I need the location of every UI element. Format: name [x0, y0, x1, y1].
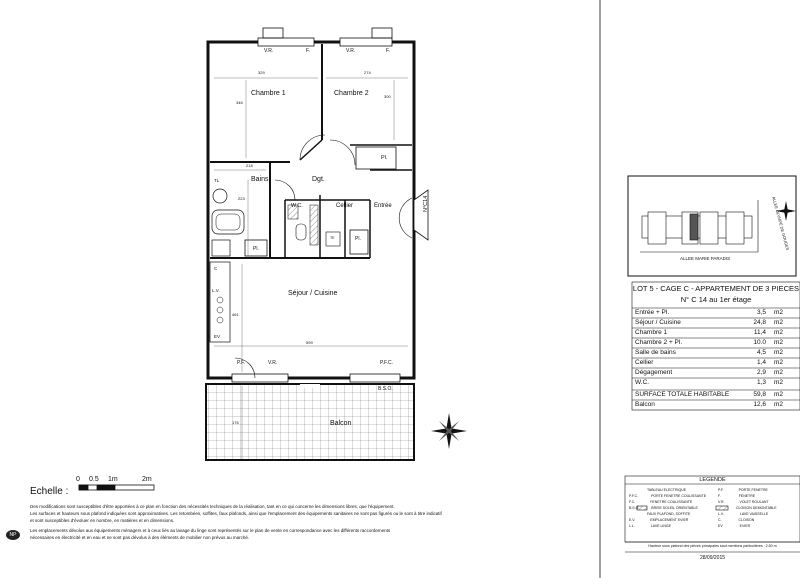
- apartment-door-id: N°C14: [423, 195, 429, 212]
- compass-icon: [431, 413, 467, 449]
- legend-item: V.R. VOLET ROULANT: [718, 500, 769, 504]
- fixture-f-top-left: F.: [306, 48, 310, 54]
- fixture-pfc-right: P.F.C.: [380, 360, 393, 366]
- legend-item: TABLEAU ELECTRIQUE: [647, 488, 687, 492]
- site-compass-icon: [776, 201, 796, 221]
- dim-599: 599: [306, 340, 313, 345]
- scale-tick-0: 0: [76, 476, 80, 483]
- disclaimer-line: et sont susceptibles d'évoluer en nombre…: [30, 518, 175, 523]
- fixture-pl-entree: Pl.: [355, 236, 361, 242]
- fixture-vr-top-left: V.R.: [264, 48, 274, 54]
- scale-tick-05: 0.5: [89, 476, 99, 483]
- disclaimer-line: nécessaires en électricité et en eau et …: [30, 535, 250, 540]
- room-label-dgt: Dgt.: [312, 176, 325, 183]
- surface-table-frame: [631, 281, 800, 411]
- room-label-sejour: Séjour / Cuisine: [288, 290, 338, 297]
- fixture-pl-bains: Pl.: [253, 246, 259, 252]
- fixture-bso: B.S.O.: [378, 386, 393, 392]
- fixture-pf-left: P.F.: [237, 360, 245, 366]
- fixture-lv: L.V.: [212, 288, 220, 293]
- legend-note: Hauteur sous plafond des pièces principa…: [648, 544, 777, 548]
- legend-item: EV EVIER: [718, 524, 751, 528]
- balcony-area: [205, 383, 415, 461]
- lot-title: LOT 5 - CAGE C - APPARTEMENT DE 3 PIECES: [632, 284, 800, 293]
- room-label-bains: Bains: [251, 176, 269, 183]
- fixture-c: C: [214, 266, 218, 271]
- dim-176: 176: [232, 420, 239, 425]
- legend-item: L.V. LAVE VAISSELLE: [718, 512, 769, 516]
- legend-item: B.S.O. BRISE SOLEIL ORIENTABLE: [629, 506, 698, 510]
- disclaimer-line: Les surfaces et hauteurs sous plafond in…: [30, 511, 442, 516]
- legend-item: CLOISON DEMONTABLE: [736, 506, 777, 510]
- scale-label: Echelle :: [30, 486, 69, 497]
- fixture-ev: EV: [214, 334, 221, 339]
- fixture-te: TE: [330, 236, 335, 240]
- scale-tick-2m: 2m: [142, 476, 152, 483]
- disclaimer-line: Les emplacements dévolus aux équipements…: [30, 528, 391, 533]
- lot-subtitle: N° C 14 au 1er étage: [680, 295, 752, 304]
- disclaimer-line: Des modifications sont susceptibles d'êt…: [30, 504, 395, 509]
- legend-item: E.V. EMPLACEMENT EVIER: [629, 518, 689, 522]
- room-label-chambre1: Chambre 1: [251, 90, 286, 97]
- dim-218: 218: [246, 163, 253, 168]
- room-label-entree: Entrée: [374, 203, 392, 209]
- dim-346: 346: [236, 100, 243, 105]
- legend-frame: [624, 475, 800, 553]
- dim-461: 461: [232, 312, 239, 317]
- legend-item: P.F. PORTE FENETRE: [718, 488, 768, 492]
- dim-300: 300: [384, 94, 391, 99]
- legend-item: FAUX PLAFOND, SOFFITE: [647, 512, 691, 516]
- fixture-tl: TL: [214, 178, 220, 183]
- legend-item: P.F.C. PORTE FENETRE COULISSANTE: [629, 494, 707, 498]
- site-street-label: ALLEE MARIE PARADIS: [680, 256, 731, 261]
- legend-title: LEGENDE: [699, 477, 726, 483]
- fixture-pl-ch2: Pl.: [381, 155, 388, 161]
- dim-329: 329: [258, 70, 265, 75]
- plan-date: 28/09/2015: [699, 555, 726, 561]
- site-plan-drawing: [640, 200, 759, 253]
- legend-item: C. CLOISON: [718, 518, 755, 522]
- legend-item: F.C. FENETRE COULISSANTE: [629, 500, 693, 504]
- room-label-chambre2: Chambre 2: [334, 90, 369, 97]
- scale-tick-1m: 1m: [108, 476, 118, 483]
- room-label-wc: W.C.: [291, 203, 303, 209]
- legend-item: L.L. LAVE LINGE: [629, 524, 671, 528]
- dim-223: 223: [238, 196, 245, 201]
- dim-274: 274: [364, 70, 371, 75]
- room-label-cellier: Cellier: [336, 203, 354, 209]
- fixture-f-top-right: F.: [386, 48, 390, 54]
- fixture-vr-bottom: V.R.: [268, 360, 278, 366]
- brand-logo: NP: [6, 530, 20, 540]
- room-label-balcon: Balcon: [330, 420, 352, 427]
- legend-item: F. FENETRE: [718, 494, 756, 498]
- scale-bar: [78, 484, 155, 491]
- fixture-vr-top-right: V.R.: [346, 48, 356, 54]
